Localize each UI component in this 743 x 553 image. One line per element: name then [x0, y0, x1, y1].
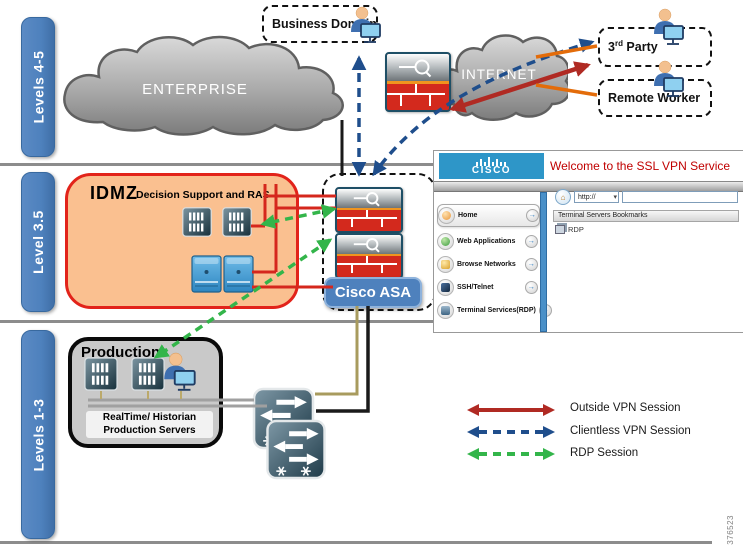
business-domain-user-icon [351, 6, 381, 43]
terminal-services-icon [437, 302, 454, 319]
figure-number: 376523 [726, 515, 735, 545]
idmz-subtitle: Decision Support and RAS [136, 189, 270, 201]
level-separator-bottom [0, 541, 712, 544]
level-separator-top [0, 163, 743, 166]
sidebar-item-web-applications[interactable]: Web Applications [437, 231, 538, 252]
production-caption-line2: Production Servers [103, 425, 196, 436]
rdp-window-icon [555, 225, 565, 234]
address-home-icon[interactable]: ⌂ [555, 189, 571, 205]
firewall-router-glyph [337, 189, 401, 210]
production-user-icon [164, 352, 196, 391]
idmz-storage-icon-2 [223, 255, 254, 293]
level-band-levels-4-5: Levels 4-5 [21, 17, 55, 157]
cisco-logo-text: CISCO [471, 165, 512, 176]
cisco-logo: CISCO [439, 153, 544, 179]
legend-arrow-outside-vpn [467, 404, 555, 416]
remote-worker-user-icon [654, 60, 684, 97]
firewall-router-glyph [337, 235, 401, 256]
firewall-bricks [337, 210, 397, 227]
level-label: Level 3.5 [30, 210, 46, 274]
legend-label-outside-vpn: Outside VPN Session [570, 402, 681, 414]
production-server-icon-2 [131, 357, 165, 391]
idmz-title: IDMZ [90, 183, 138, 203]
production-server-icon-1 [84, 357, 118, 391]
sidebar-item-ssh-telnet[interactable]: SSH/Telnet [437, 277, 538, 298]
rdp-bookmark-link[interactable]: RDP [555, 225, 584, 234]
browse-networks-icon [437, 256, 454, 273]
sidebar-scrollbar[interactable] [540, 192, 547, 332]
internet-cloud-label: INTERNET [461, 67, 537, 82]
go-arrow-icon[interactable] [525, 235, 538, 248]
legend-label-rdp: RDP Session [570, 447, 639, 459]
idmz-zone-box: IDMZ Decision Support and RAS [65, 173, 299, 309]
legend-label-clientless-vpn: Clientless VPN Session [570, 425, 691, 437]
idmz-storage-icon-1 [191, 255, 222, 293]
third-party-label: 3rd Party [608, 39, 658, 55]
level-separator-middle [0, 320, 743, 323]
idmz-server-icon-2 [222, 207, 252, 237]
business-domain-label: Business Domain [272, 17, 377, 31]
ssl-vpn-window: CISCO Welcome to the SSL VPN Service Hom… [433, 150, 743, 333]
production-caption-line1: RealTime/ Historian [102, 412, 197, 423]
asa-firewall-icon-1 [335, 187, 403, 233]
ssh-telnet-icon [437, 279, 454, 296]
enterprise-cloud-label: ENTERPRISE [142, 81, 248, 98]
firewall-bricks [387, 84, 445, 106]
go-arrow-icon[interactable] [526, 209, 539, 222]
enterprise-cloud-shape [63, 35, 344, 136]
production-caption: RealTime/ Historian Production Servers [86, 411, 213, 438]
home-icon [438, 207, 455, 224]
level-label: Levels 4-5 [30, 50, 46, 124]
firewall-bricks [337, 256, 397, 273]
go-arrow-icon[interactable] [525, 281, 538, 294]
address-input[interactable] [622, 191, 738, 203]
bookmarks-header: Terminal Servers Bookmarks [553, 210, 739, 222]
production-zone-box: Production RealTime/ Historian Productio… [68, 337, 223, 448]
remote-worker-label: Remote Worker [608, 91, 701, 105]
production-title: Production [81, 344, 161, 361]
level-band-level-3-5: Level 3.5 [21, 172, 55, 312]
web-applications-icon [437, 233, 454, 250]
sidebar-item-browse-networks[interactable]: Browse Networks [437, 254, 538, 275]
level-band-levels-1-3: Levels 1-3 [21, 330, 55, 539]
protocol-dropdown[interactable]: http:// [574, 191, 619, 204]
sidebar-item-terminal-services-rdp[interactable]: Terminal Services(RDP) [437, 300, 552, 321]
asa-firewall-icon-2 [335, 233, 403, 279]
sidebar-item-home[interactable]: Home [437, 204, 540, 227]
go-arrow-icon[interactable] [525, 258, 538, 271]
firewall-router-glyph [387, 54, 449, 84]
legend-arrow-rdp [467, 448, 555, 460]
cisco-asa-label: Cisco ASA [324, 277, 422, 308]
level-label: Levels 1-3 [30, 398, 46, 471]
remote-worker-box: Remote Worker [598, 79, 712, 117]
idmz-server-icon-1 [182, 207, 212, 237]
legend-arrow-clientless-vpn [467, 426, 555, 438]
internet-edge-firewall-icon [385, 52, 451, 112]
third-party-user-icon [654, 8, 684, 45]
vpn-welcome-title: Welcome to the SSL VPN Service [550, 159, 731, 173]
switch-icon-2 [266, 419, 326, 480]
